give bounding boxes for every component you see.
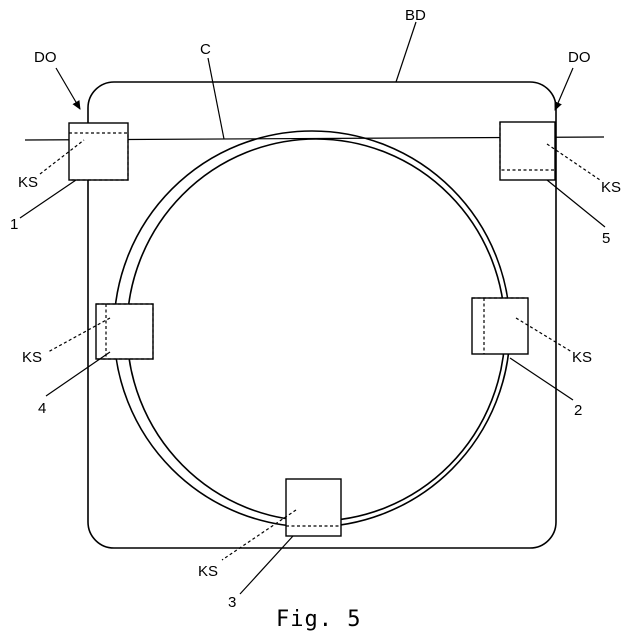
label-do-left: DO [34, 49, 57, 66]
block-2 [472, 298, 528, 354]
label-2: 2 [574, 402, 582, 419]
label-ks-1: KS [18, 174, 38, 191]
label-ks-2: KS [572, 349, 592, 366]
figure-caption: Fig. 5 [276, 607, 361, 632]
leader-do-right [555, 68, 573, 110]
label-bd: BD [405, 7, 426, 24]
block-4 [96, 304, 153, 359]
label-c: C [200, 41, 211, 58]
label-do-right: DO [568, 49, 591, 66]
label-ks-4: KS [22, 349, 42, 366]
label-1: 1 [10, 216, 18, 233]
leader-n4 [46, 352, 110, 396]
label-5: 5 [602, 230, 610, 247]
leader-n2 [510, 358, 573, 400]
label-3: 3 [228, 594, 236, 611]
label-4: 4 [38, 400, 46, 417]
leader-bd [396, 22, 416, 82]
label-ks-3: KS [198, 563, 218, 580]
block-5 [500, 122, 555, 180]
ring-inner [127, 139, 505, 521]
ring-outer [114, 131, 510, 527]
block-1 [69, 123, 128, 180]
label-ks-5: KS [601, 179, 621, 196]
leader-do-left [56, 68, 80, 109]
leader-ks-3 [222, 510, 296, 560]
block-3 [286, 479, 341, 536]
leader-c [208, 58, 224, 139]
leader-n3 [240, 536, 293, 594]
